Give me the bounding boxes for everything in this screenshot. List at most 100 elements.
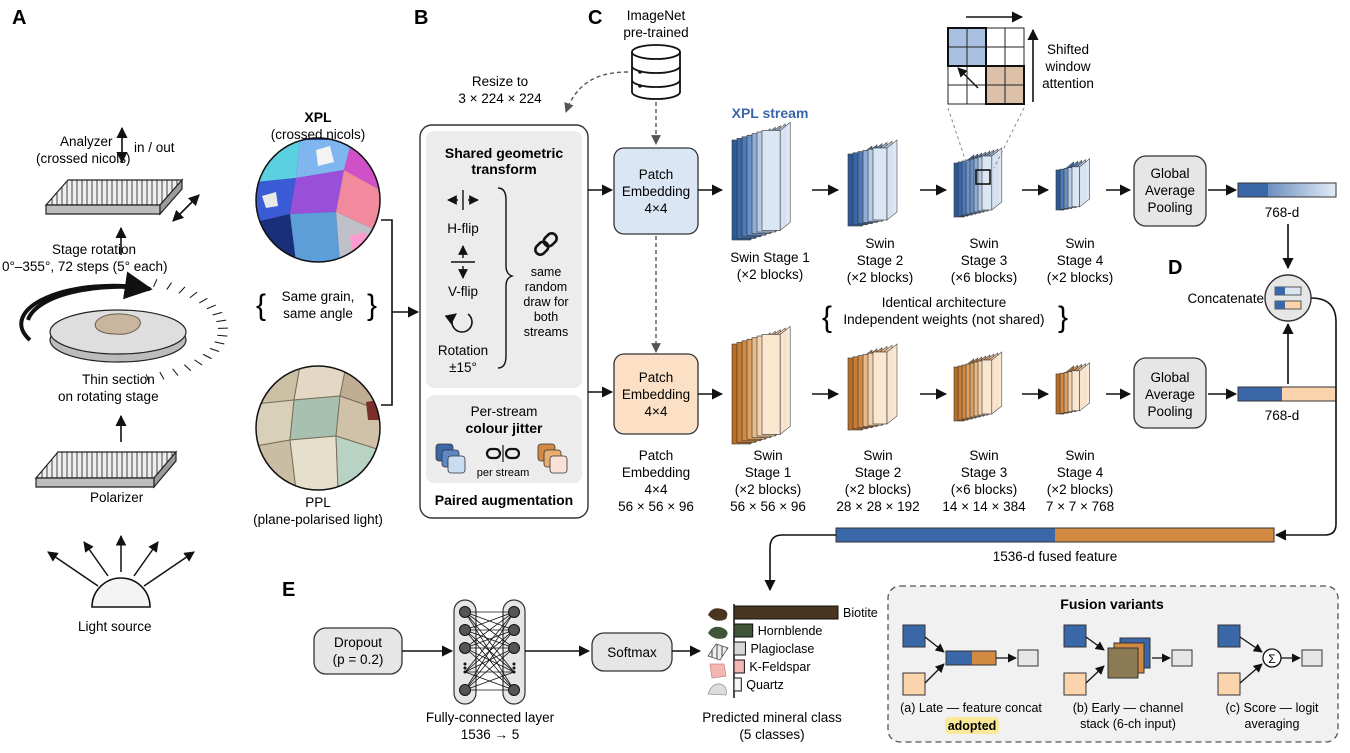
fc-edge [464,629,515,691]
ppl-stage2-slab-side [886,343,898,425]
in-out-label: in / out [134,140,175,155]
ppl-stage3-caption-1: Swin [969,448,998,463]
ppl-gap-box: Global Average Pooling [1133,357,1207,429]
xpl-stage4-caption-3: (×2 blocks) [1047,270,1113,285]
hornblende-icon [708,626,728,639]
xpl-stage2-caption-3: (×2 blocks) [847,270,913,285]
k-feldspar-icon [709,663,727,679]
degree-tick [159,371,165,380]
ppl-stage3-caption-3: (×6 blocks) [951,482,1017,497]
xpl-gap-box: Global Average Pooling [1133,155,1207,227]
degree-tick [183,364,192,372]
resize-label: Resize to [472,74,528,89]
softmax-label: Softmax [607,645,657,660]
fc-edge [464,611,515,631]
thin-section-sample [94,313,141,335]
fc-neurons [459,606,520,696]
ppl-stage3-slab [981,359,993,415]
degree-tick [209,347,220,353]
same-random-5: streams [524,325,568,339]
variant-late [902,624,1039,696]
link-icon [534,232,558,256]
fc-edge [464,611,515,649]
same-random-3: draw for [523,295,568,309]
fc-ellipsis-dot [512,670,516,674]
fc-edge [464,629,515,649]
degree-tick [172,368,179,376]
xpl-vector-dim: 768-d [1265,205,1300,220]
degree-ticks [145,279,228,383]
v-flip-label: V-flip [448,284,478,299]
ppl-patch-line1: Patch [639,370,674,385]
shifted-label-1: Shifted [1047,42,1089,57]
panel-label-a: A [12,7,26,29]
database-icon [631,44,681,100]
ppl-to-aug-connector [381,312,393,406]
xpl-stage4-slab-side [1079,158,1090,208]
variant-late-caption: (a) Late — feature concat [900,701,1042,715]
ppl-stage1-slab [761,334,781,435]
xpl-gap-line3: Pooling [1147,200,1192,215]
ppl-vector-dim: 768-d [1265,408,1300,423]
fc-neuron [508,624,520,636]
h-flip-icon [447,190,479,210]
degree-tick [178,286,186,294]
xpl-stage3-slab-side [991,147,1003,211]
shifted-label-2: window [1044,59,1090,74]
ppl-stage4-slab-side [1079,362,1090,412]
same-grain-line1: Same grain, [282,289,355,304]
same-grain-group: { } Same grain, same angle [256,289,377,322]
dropout-line1: Dropout [334,635,382,650]
class-label-k-feldspar: K-Feldspar [749,660,810,674]
degree-tick [214,341,225,345]
rotation-label: Rotation [438,343,488,358]
shifted-label-3: attention [1042,76,1094,91]
polarizer-plate [34,450,178,489]
analyzer-label: Analyzer [60,134,113,149]
degree-tick [145,374,150,383]
identical-line2: Independent weights (not shared) [843,312,1044,327]
ppl-stage1-caption-2: Stage 1 [745,465,792,480]
identical-line1: Identical architecture [882,295,1007,310]
colour-jitter-label: colour jitter [465,420,543,436]
fc-connections [464,611,515,691]
sigma-symbol: Σ [1268,652,1275,666]
fc-ellipsis-dot [463,662,467,666]
xpl-stage3-caption-3: (×6 blocks) [951,270,1017,285]
quartz-icon [707,683,727,696]
variant-early [1063,624,1193,696]
analyzer-rotate-arrow [172,194,200,222]
svg-text:{: { [822,301,832,334]
xpl-gap-line1: Global [1150,166,1189,181]
ppl-patch-embedding: Patch Embedding 4×4 [613,353,699,435]
xpl-patch-line3: 4×4 [645,201,668,216]
biotite-icon [708,608,728,621]
class-bar-quartz [733,677,742,692]
dropout-line2: (p = 0.2) [333,652,384,667]
fc-ellipsis-dot [463,670,467,674]
imagenet-sub: pre-trained [623,25,688,40]
fc-neuron [459,624,471,636]
xpl-patch-line2: Embedding [622,184,690,199]
fc-edge [464,671,515,691]
per-stream-label: Per-stream [471,404,538,419]
ppl-gap-line2: Average [1145,387,1195,402]
degree-tick [202,353,212,360]
ppl-patch-line2: Embedding [622,387,690,402]
xpl-stage3-caption-1: Swin [969,236,998,251]
variant-score: Σ [1217,624,1323,696]
panel-label-e: E [282,579,295,601]
orange-jitter-swatch [537,443,568,474]
ppl-feature-vector [1237,386,1337,402]
mineral-icons [707,608,729,696]
fc-label-1: Fully-connected layer [426,710,555,725]
ppl-stage2-caption-4: 28 × 28 × 192 [836,499,919,514]
resize-dims: 3 × 224 × 224 [458,91,542,106]
fc-ellipsis-dot [512,666,516,670]
prediction-label-2: (5 classes) [739,727,804,742]
fc-edge [464,611,515,691]
xpl-image-group: XPL (crossed nicols) [255,109,381,263]
xpl-stage2-slab-side [886,139,898,221]
xpl-stage1-slab-side [779,121,791,232]
xpl-stage4-caption-2: Stage 4 [1057,253,1104,268]
